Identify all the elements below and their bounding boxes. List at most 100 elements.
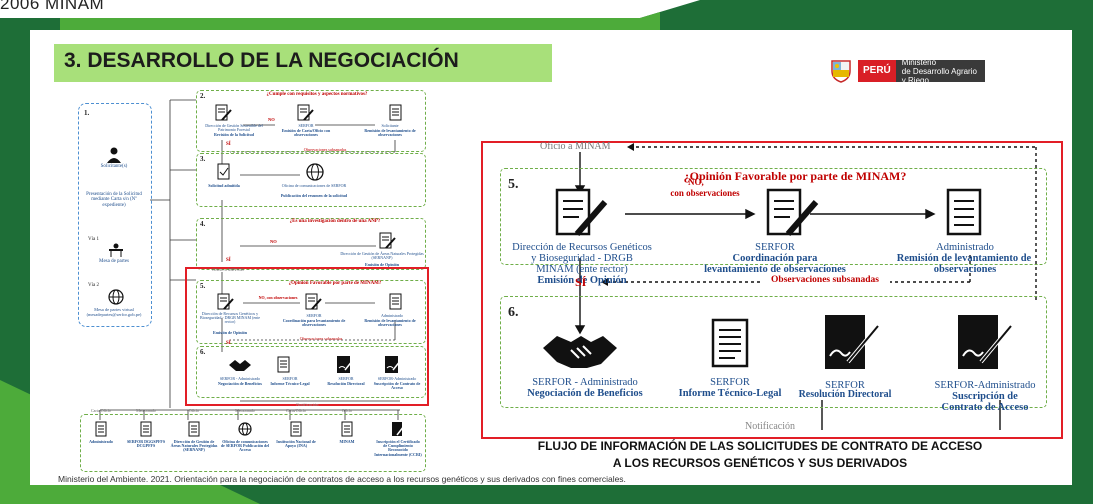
section-7-box [80,414,426,472]
section-5-question: ¿Opinión Favorable por parte de MINAM? [288,281,382,286]
document-edit-icon [217,293,234,310]
zoom-b2-b: Informe Técnico-Legal [678,388,782,399]
s3-action-2: Publicación del resumen de la solicitud [280,193,348,198]
s2-action-3: Remisión de levantamiento de observacion… [364,128,416,138]
zoom-b1-l1: SERFOR - Administrado [532,377,638,388]
s7-item-label: Dirección de Gestión de Áreas Naturales … [170,439,218,453]
s5-si: SÍ [226,341,231,346]
zoom-notif: Notificación [745,421,795,432]
s3-actor-1: Solicitud admitida [208,183,240,188]
s5-actor-2: SERFOR [306,313,322,318]
s7-item-top: Memorando [136,408,156,413]
globe-icon [306,163,324,181]
zoom-b4-b2: Contrato de Acceso [941,402,1029,413]
s2-si: SÍ [226,142,231,147]
section-6-box [196,346,426,398]
zoom-a1-bold: Emisión de Opinión [537,275,627,286]
s5-action-2: Coordinación para levantamiento de obser… [282,318,346,328]
s7-item-label: Inscripción el Certificado de Cumplimien… [374,439,422,457]
s7-item-label: Oficina de comunicaciones de SERFOR Publ… [220,439,270,453]
document-icon [389,104,402,121]
section-2-box [196,90,426,152]
document-icon [711,318,749,368]
section-5-box [196,280,426,344]
zoom-a2-l1: SERFOR [755,242,795,253]
signed-document-icon [392,422,405,436]
s6-actor-3: SERFOR [338,376,354,381]
document-icon [140,421,152,437]
document-edit-icon [766,188,819,236]
zoom-b3-l1: SERFOR [825,380,865,391]
s6-notif: Notificación [296,402,319,407]
s2-actor-3: Solicitante [381,123,399,128]
zoom-no-2: con observaciones [670,188,740,198]
document-edit-icon [555,188,608,236]
document-edit-icon [215,104,232,121]
section-6-number: 6. [200,348,206,356]
mesa-virtual-label: Mesa de partes virtual (mesadepartes@ser… [86,307,142,317]
s6-actor-4: SERFOR-Administrado [377,376,417,381]
zoom-a3-b2: observaciones [933,264,997,275]
globe-icon [238,422,252,436]
s2-action-1: Revisión de la Solicitud [214,132,254,137]
s6-actor-1: SERFOR - Administrado [219,376,261,381]
checked-document-icon [217,163,230,180]
left-highlight-box [185,267,429,406]
s5-oficio: Oficio a MINAM [212,267,244,272]
signed-document-icon [385,356,402,373]
top-caption: 2006 MINAM [0,0,105,13]
document-edit-icon [379,232,396,249]
s7-item-label: MINAM [339,439,355,444]
zoom-section-5-number: 5. [508,177,519,192]
s5-actor-3: Administrado [381,313,403,318]
signed-document-icon [958,315,1013,369]
s6-actor-2: SERFOR [282,376,298,381]
section-4-box [196,218,426,270]
slide-title: 3. DESARROLLO DE LA NEGOCIACIÓN [64,49,459,72]
section-1-box [78,103,152,327]
zoom-a2-b2: levantamiento de observaciones [704,264,846,275]
zoom-section-6-number: 6. [508,305,519,320]
document-edit-icon [297,104,314,121]
handshake-icon [543,336,617,368]
zoom-section-5-box [500,168,1047,265]
logo-country: PERÚ [858,60,896,82]
s7-item-top: Oficio [188,408,200,413]
document-edit-icon [305,293,322,310]
s7-item-top: Carta/Oficio [91,408,111,413]
section-5-number: 5. [200,282,206,290]
zoom-a2-b1: Coordinación para [732,253,818,264]
zoom-oficio: Oficio a MINAM [540,141,611,152]
section-2-no: NO [268,117,275,122]
via2-label: Vía 2 [88,283,99,288]
zoom-obs: Observaciones subsanadas [760,275,890,286]
zoom-a1-l1: Dirección de Recursos Genéticos [512,242,652,253]
diagram-caption: FLUJO DE INFORMACIÓN DE LAS SOLICITUDES … [537,439,983,470]
s2-actor-2: SERFOR [298,123,314,128]
presentacion-label: Presentación de la Solicitud mediante Ca… [86,192,142,208]
section-4-si: SÍ [226,258,231,263]
document-icon [389,293,402,310]
s7-item-top: Carta/Oficio [286,408,306,413]
s7-item-top: Oficio [341,408,353,413]
section-1-number: 1. [84,109,90,117]
document-icon [188,421,200,437]
s6-action-1: Negociación de Beneficios [218,381,262,386]
zoom-si: SÍ [575,275,587,289]
section-4-question: ¿Es una investigación dentro de una ANP? [289,219,381,224]
s4-actor-1: Dirección de Gestión de Áreas Naturales … [340,251,424,261]
zoom-b4-l1: SERFOR-Administrado [934,380,1036,391]
document-icon [290,421,302,437]
s7-item-top: Memorando [235,408,255,413]
slide-title-box: 3. DESARROLLO DE LA NEGOCIACIÓN [54,44,552,82]
zoom-b1-b: Negociación de Beneficios [527,388,643,399]
document-icon [277,356,290,373]
zoom-a3-b1: Remisión de levantamiento de [896,253,1032,264]
logo-ministry: Ministerio de Desarrollo Agrario y Riego [895,58,985,85]
s2-actor-1: Dirección de Gestión Sostenible del Patr… [205,123,263,133]
zoom-b2-l1: SERFOR [710,377,750,388]
zoom-question: ¿Opinión Favorable por parte de MINAM? [683,169,907,183]
solicitante-label: Solicitante(s) [100,164,128,169]
document-icon [95,421,107,437]
